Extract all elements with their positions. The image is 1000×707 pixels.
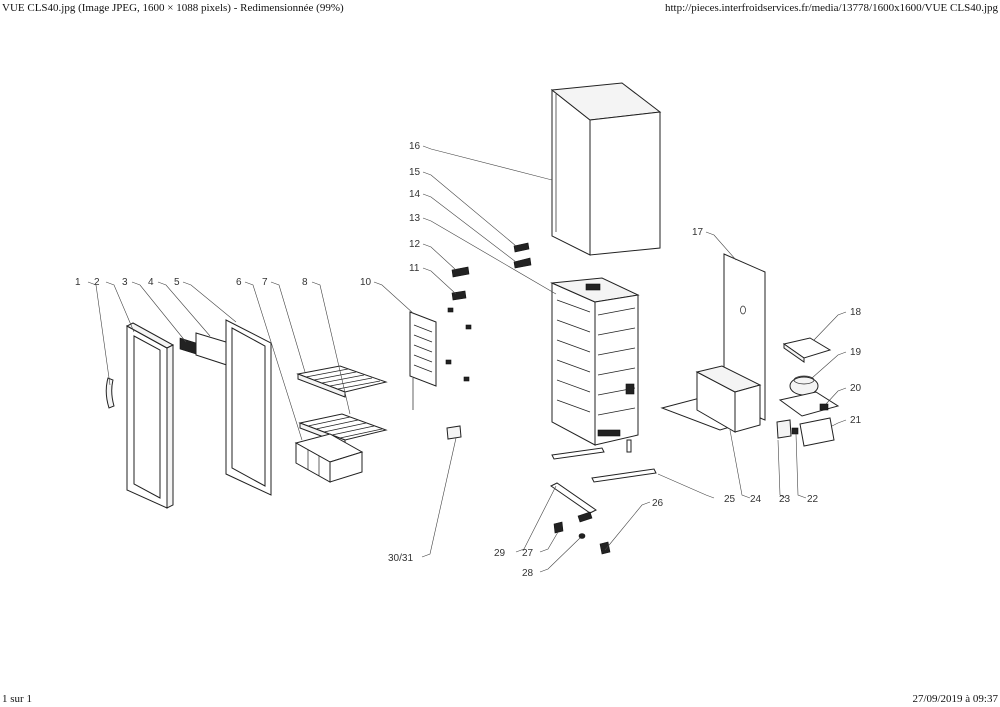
compressor-compartment — [660, 365, 762, 433]
label-14: 14 — [409, 189, 421, 200]
crisper-basket — [294, 433, 364, 483]
door-frame — [125, 322, 175, 509]
label-8: 8 — [302, 277, 308, 288]
label-10: 10 — [360, 277, 372, 288]
label-7: 7 — [262, 277, 268, 288]
label-27: 27 — [522, 548, 534, 559]
thermostat-box — [446, 425, 462, 440]
label-12: 12 — [409, 239, 421, 250]
label-3: 3 — [122, 277, 128, 288]
browser-print-title: VUE CLS40.jpg (Image JPEG, 1600 × 1088 p… — [2, 2, 344, 14]
label-1: 1 — [75, 277, 81, 288]
label-17: 17 — [692, 227, 704, 238]
label-28: 28 — [522, 568, 534, 579]
door-handle — [105, 377, 115, 409]
label-29: 29 — [494, 548, 506, 559]
door-gasket — [225, 319, 272, 496]
label-23: 23 — [779, 494, 791, 505]
drip-tray — [782, 337, 832, 363]
top-hinge-parts — [513, 242, 532, 269]
label-11: 11 — [409, 263, 420, 274]
label-2: 2 — [94, 277, 100, 288]
label-26: 26 — [652, 498, 664, 509]
label-19: 19 — [850, 347, 862, 358]
label-20: 20 — [850, 383, 862, 394]
relay-and-cover — [776, 419, 799, 439]
print-page-count: 1 sur 1 — [2, 693, 32, 705]
label-22: 22 — [807, 494, 819, 505]
label-6: 6 — [236, 277, 242, 288]
reference-labels: 1 2 3 4 5 6 7 8 10 11 12 13 14 15 16 17 … — [75, 141, 862, 579]
label-4: 4 — [148, 277, 154, 288]
inner-liner — [550, 277, 640, 453]
label-24: 24 — [750, 494, 762, 505]
print-timestamp: 27/09/2019 à 09:37 — [912, 693, 998, 705]
feet-and-screws — [553, 511, 611, 555]
browser-print-url: http://pieces.interfroidservices.fr/medi… — [665, 2, 998, 14]
fittings-11-12 — [451, 266, 470, 301]
label-30-31: 30/31 — [388, 553, 413, 564]
side-rail — [550, 447, 605, 514]
label-16: 16 — [409, 141, 421, 152]
label-25: 25 — [724, 494, 736, 505]
leader-lines — [87, 145, 847, 573]
electrical-box — [799, 417, 835, 447]
wire-shelf-upper — [296, 365, 388, 398]
label-21: 21 — [850, 415, 862, 426]
label-5: 5 — [174, 277, 180, 288]
label-15: 15 — [409, 167, 421, 178]
compressor — [789, 375, 819, 396]
front-rail — [591, 468, 657, 483]
label-13: 13 — [409, 213, 421, 224]
door-hinge — [179, 337, 197, 355]
evaporator-panel — [409, 307, 472, 410]
compressor-base — [778, 391, 840, 417]
label-18: 18 — [850, 307, 862, 318]
cabinet-shell — [550, 82, 662, 256]
